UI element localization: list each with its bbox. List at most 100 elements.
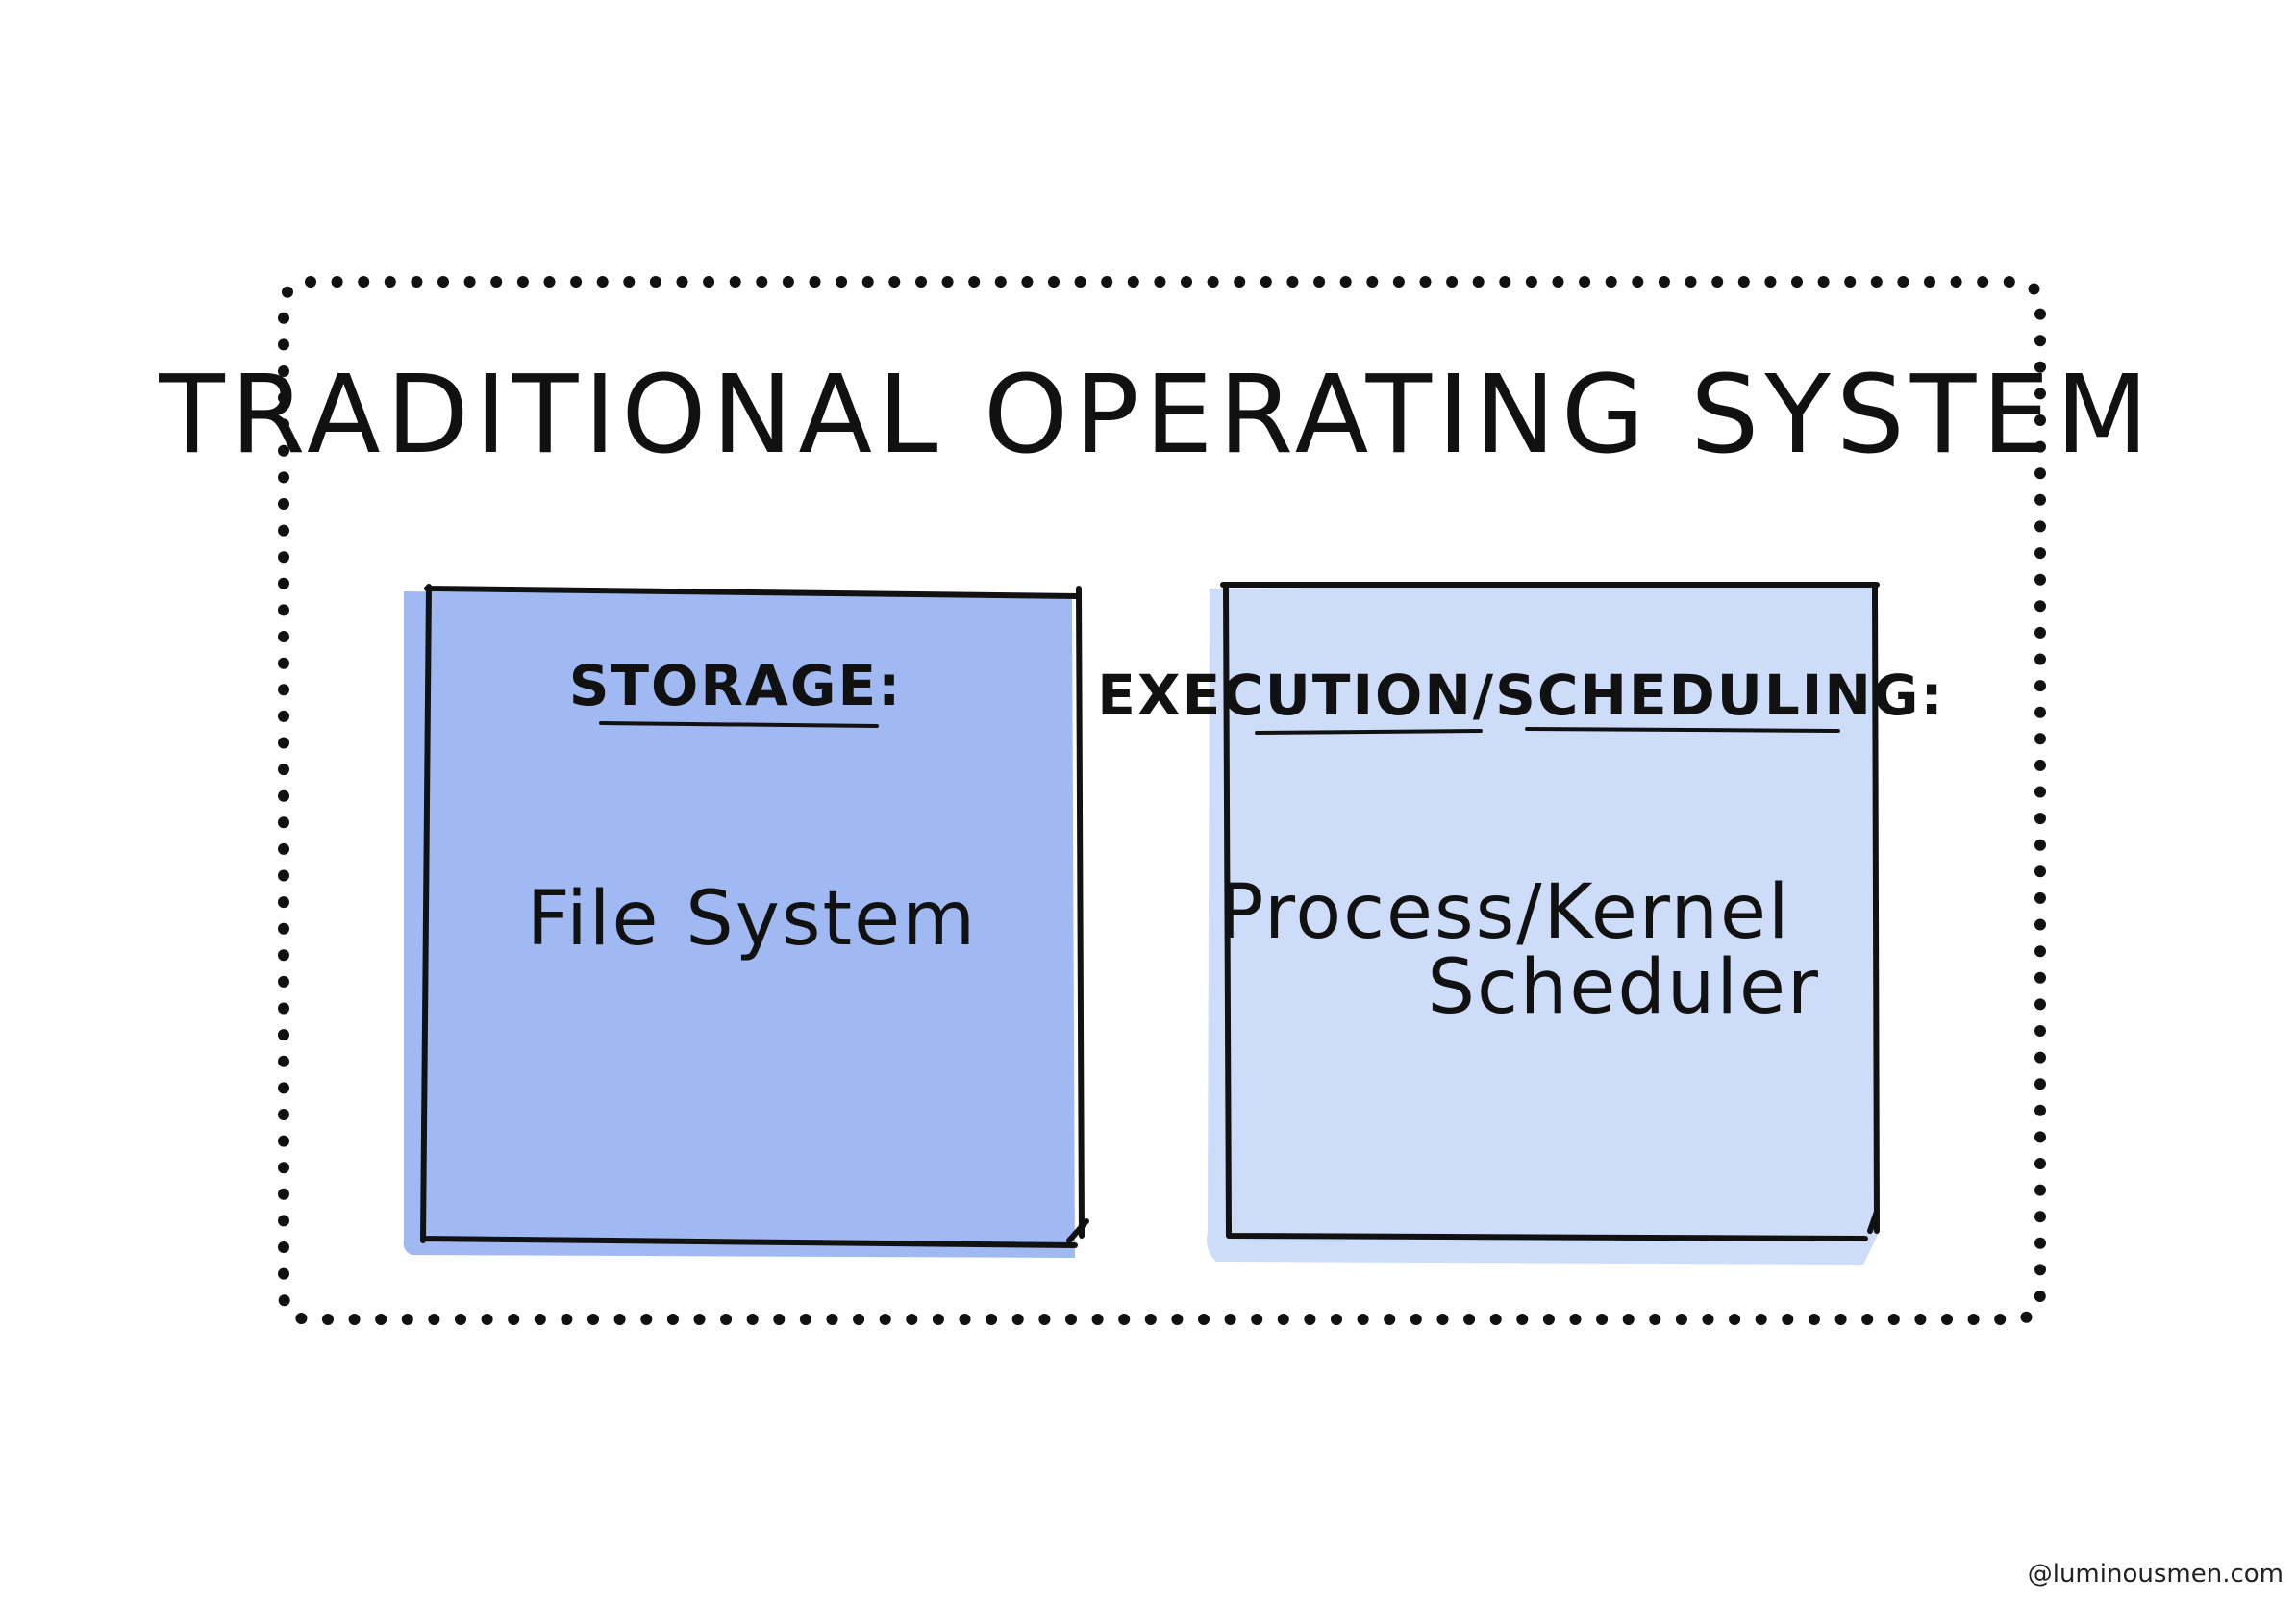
- border-dot: [1702, 1314, 1714, 1325]
- border-dot: [959, 1314, 971, 1325]
- border-dot: [2034, 573, 2046, 586]
- border-dot: [278, 684, 289, 696]
- border-dot: [799, 1314, 811, 1325]
- border-dot: [1737, 276, 1750, 288]
- border-dot: [278, 391, 289, 404]
- border-dot: [1755, 1314, 1767, 1325]
- border-dot: [1596, 1314, 1609, 1325]
- execution-heading-underline: [1255, 727, 1840, 735]
- border-dot: [278, 1162, 289, 1174]
- border-dot: [1950, 276, 1962, 288]
- border-dot: [278, 1082, 289, 1094]
- border-dot: [2034, 1025, 2046, 1037]
- border-dot: [401, 1314, 413, 1325]
- border-dot: [2034, 335, 2046, 347]
- border-dot: [1048, 276, 1060, 288]
- border-dot: [278, 1109, 289, 1120]
- border-dot: [1181, 276, 1192, 288]
- border-dot: [2034, 440, 2046, 453]
- border-dot: [623, 276, 636, 288]
- border-dot: [278, 1241, 289, 1253]
- border-dot: [561, 1314, 573, 1325]
- border-dot: [278, 1135, 289, 1147]
- border-dot: [1357, 1314, 1369, 1325]
- border-dot: [1941, 1314, 1953, 1325]
- border-dot: [1685, 276, 1697, 288]
- storage-heading: STORAGE:: [569, 653, 903, 718]
- execution-body-line-2: Scheduler: [1428, 944, 1821, 1031]
- border-dot: [322, 1314, 334, 1325]
- border-dot: [729, 276, 741, 288]
- border-dot: [278, 338, 289, 351]
- border-dot: [508, 1314, 520, 1325]
- diagram-title: TRADITIONAL OPERATING SYSTEM: [158, 353, 2154, 478]
- border-dot: [481, 1314, 493, 1325]
- border-dot: [278, 949, 289, 962]
- border-dot: [2034, 414, 2046, 426]
- border-dot: [1339, 276, 1352, 288]
- dotted-container-border: [278, 276, 2046, 1325]
- border-dot: [1808, 1314, 1820, 1325]
- border-dot: [278, 789, 289, 802]
- border-dot: [756, 276, 768, 288]
- border-dot: [278, 1002, 289, 1015]
- border-dot: [1525, 276, 1537, 288]
- border-dot: [278, 551, 289, 564]
- border-dot: [305, 276, 316, 288]
- border-dot: [534, 1314, 546, 1325]
- border-dot: [2034, 918, 2046, 931]
- border-dot: [278, 869, 289, 882]
- border-dot: [2034, 1237, 2046, 1249]
- border-dot: [411, 276, 423, 288]
- border-dot: [968, 276, 981, 288]
- border-dot: [295, 1313, 308, 1324]
- border-dot: [1171, 1314, 1184, 1325]
- border-dot: [428, 1314, 440, 1325]
- border-dot: [1436, 1314, 1449, 1325]
- storage-box-outline: [420, 584, 1089, 1248]
- border-dot: [278, 418, 289, 431]
- border-dot: [773, 1314, 786, 1325]
- border-dot: [1924, 276, 1935, 288]
- border-dot: [278, 524, 289, 537]
- border-dot: [2034, 1078, 2046, 1090]
- border-dot: [1791, 276, 1803, 288]
- border-dot: [1622, 1314, 1635, 1325]
- border-dot: [1977, 276, 1989, 288]
- border-dot: [1224, 1314, 1236, 1325]
- border-dot: [278, 737, 289, 749]
- border-dot: [278, 1029, 289, 1041]
- border-dot: [1419, 276, 1432, 288]
- border-dot: [1649, 1314, 1661, 1325]
- border-dot: [2034, 1291, 2046, 1302]
- border-dot: [2034, 493, 2046, 506]
- border-dot: [1331, 1314, 1342, 1325]
- border-dot: [278, 1294, 290, 1307]
- border-dot: [613, 1314, 626, 1325]
- border-dot: [570, 276, 583, 288]
- border-dot: [2034, 653, 2046, 665]
- border-dot: [1472, 276, 1485, 288]
- border-dot: [1038, 1314, 1051, 1325]
- execution-box: EXECUTION/SCHEDULING: Process/Kernel Sch…: [1097, 582, 1943, 1265]
- border-dot: [941, 276, 954, 288]
- border-dot: [278, 1055, 289, 1067]
- border-dot: [1489, 1314, 1502, 1325]
- border-dot: [1234, 276, 1246, 288]
- border-dot: [1764, 276, 1777, 288]
- border-dot: [2034, 1051, 2046, 1064]
- border-dot: [1632, 276, 1644, 288]
- border-dot: [278, 312, 289, 324]
- border-dot: [1834, 1314, 1847, 1325]
- border-dot: [703, 276, 715, 288]
- credit-handle: @luminousmen.com: [2028, 1560, 2284, 1589]
- border-dot: [2034, 361, 2046, 373]
- border-dot: [2034, 971, 2046, 984]
- border-dot: [1579, 276, 1591, 288]
- border-dot: [2034, 1158, 2046, 1169]
- border-dot: [1552, 276, 1564, 288]
- border-dot: [2034, 1104, 2046, 1116]
- border-dot: [278, 365, 289, 377]
- border-dot: [455, 1314, 466, 1325]
